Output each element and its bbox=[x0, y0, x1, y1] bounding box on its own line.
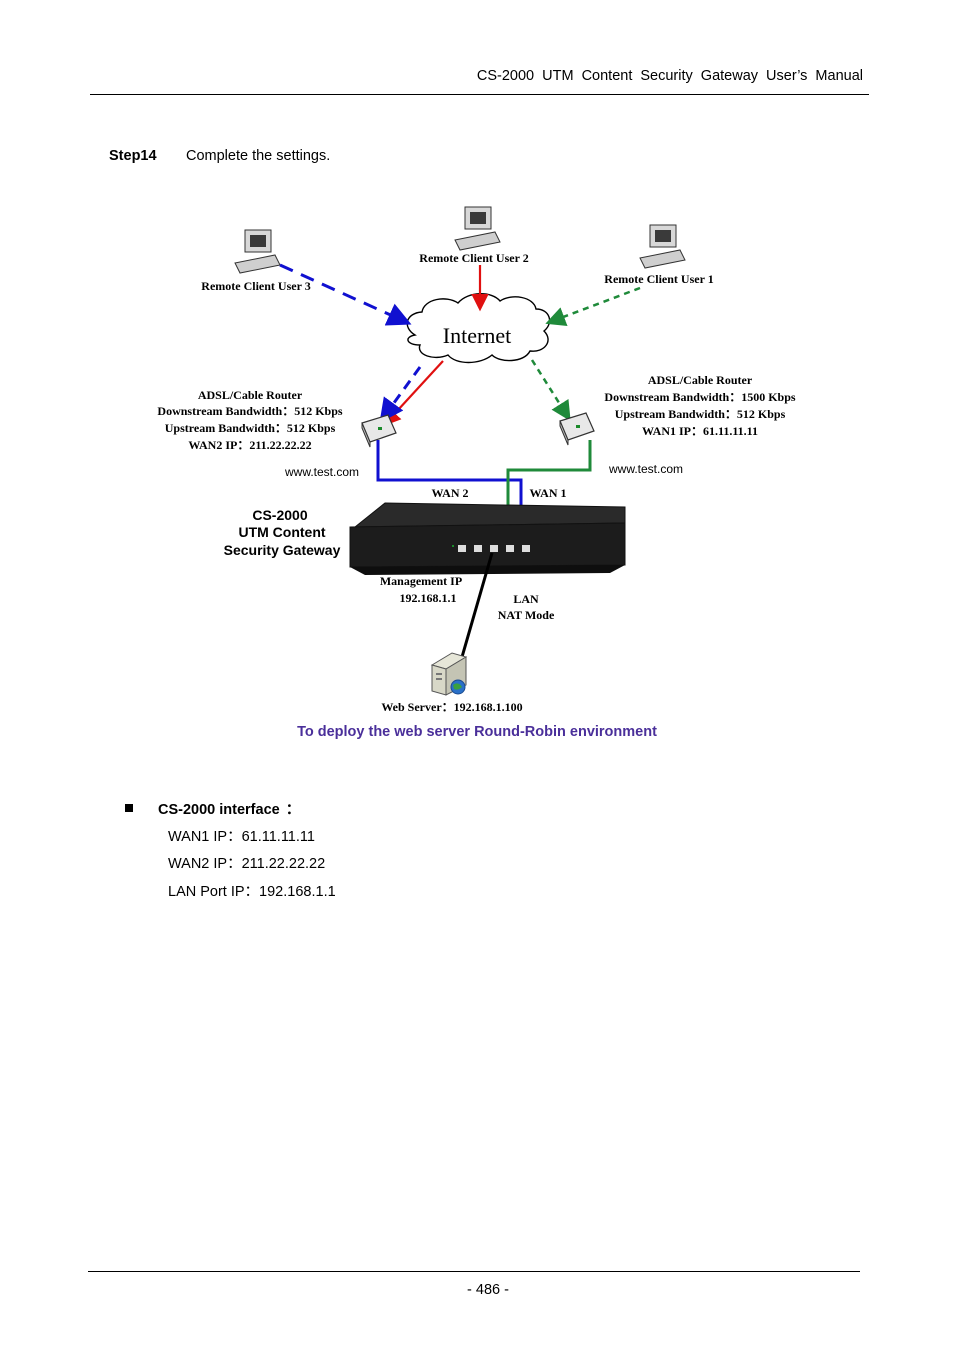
remote-client-1-icon bbox=[639, 224, 686, 269]
interface-heading: CS-2000 interface ： bbox=[125, 798, 300, 819]
step-text: Complete the settings. bbox=[186, 148, 331, 164]
wan1-label: WAN 1 bbox=[529, 486, 566, 500]
interface-wan2-line: WAN2 IP：211.22.22.22 bbox=[168, 856, 326, 872]
remote-user-3-label: Remote Client User 3 bbox=[201, 279, 310, 293]
router-right-upstream: Upstream Bandwidth：512 Kbps bbox=[615, 407, 786, 421]
router-right-wan-ip: WAN1 IP：61.11.11.11 bbox=[642, 424, 758, 438]
router-right-url: www.test.com bbox=[608, 462, 683, 476]
web-server-label: Web Server：192.168.1.100 bbox=[381, 700, 522, 714]
internet-router-left-blue bbox=[379, 366, 422, 423]
router-right-icon bbox=[559, 412, 595, 446]
step-label: Step14 bbox=[109, 148, 157, 164]
internet-router-right-green bbox=[530, 359, 571, 422]
gateway-name-line2: UTM Content bbox=[238, 524, 325, 540]
web-server-icon bbox=[430, 652, 468, 696]
remote-client-3-icon bbox=[234, 229, 281, 274]
manual-title: CS-2000 UTM Content Security Gateway Use… bbox=[476, 68, 863, 84]
remote-user-2-label: Remote Client User 2 bbox=[419, 251, 528, 265]
internet-label: Internet bbox=[443, 323, 511, 348]
interface-lan-line: LAN Port IP：192.168.1.1 bbox=[168, 884, 336, 900]
interface-wan1-line: WAN1 IP：61.11.11.11 bbox=[168, 829, 315, 845]
router-left-upstream: Upstream Bandwidth：512 Kbps bbox=[165, 421, 336, 435]
gateway-name-line1: CS-2000 bbox=[252, 507, 307, 523]
router-left-wan-ip: WAN2 IP：211.22.22.22 bbox=[188, 438, 311, 452]
wan2-label: WAN 2 bbox=[431, 486, 468, 500]
router-left-downstream: Downstream Bandwidth：512 Kbps bbox=[157, 404, 342, 418]
lan-cable bbox=[460, 552, 494, 658]
user1-internet-link bbox=[545, 286, 641, 327]
step-instruction: Step14 Complete the settings. bbox=[109, 148, 330, 164]
interface-title: CS-2000 interface bbox=[158, 802, 280, 818]
interface-colon: ： bbox=[285, 802, 301, 818]
network-diagram: Remote Client User 3 Remote Client User … bbox=[140, 195, 820, 725]
nat-mode-label: NAT Mode bbox=[498, 608, 555, 622]
lan-label: LAN bbox=[513, 592, 539, 606]
router-left-icon bbox=[361, 414, 397, 448]
router-right-title: ADSL/Cable Router bbox=[648, 373, 753, 387]
mgmt-ip-label: Management IP bbox=[380, 574, 462, 588]
remote-user-1-label: Remote Client User 1 bbox=[604, 272, 713, 286]
internet-router-left-red bbox=[383, 360, 444, 427]
user3-internet-link bbox=[279, 263, 412, 326]
mgmt-ip-value: 192.168.1.1 bbox=[400, 591, 457, 605]
gateway-name-line3: Security Gateway bbox=[224, 542, 341, 558]
internet-cloud-icon bbox=[406, 293, 551, 364]
bullet-square-icon bbox=[125, 804, 133, 812]
page-number: - 486 - bbox=[467, 1282, 509, 1298]
router-left-title: ADSL/Cable Router bbox=[198, 388, 303, 402]
footer-rule bbox=[88, 1271, 860, 1272]
remote-client-2-icon bbox=[454, 206, 501, 251]
figure-caption: To deploy the web server Round-Robin env… bbox=[297, 724, 657, 740]
router-left-url: www.test.com bbox=[284, 465, 359, 479]
router-right-downstream: Downstream Bandwidth：1500 Kbps bbox=[604, 390, 795, 404]
page-header: CS-2000 UTM Content Security Gateway Use… bbox=[90, 66, 869, 95]
